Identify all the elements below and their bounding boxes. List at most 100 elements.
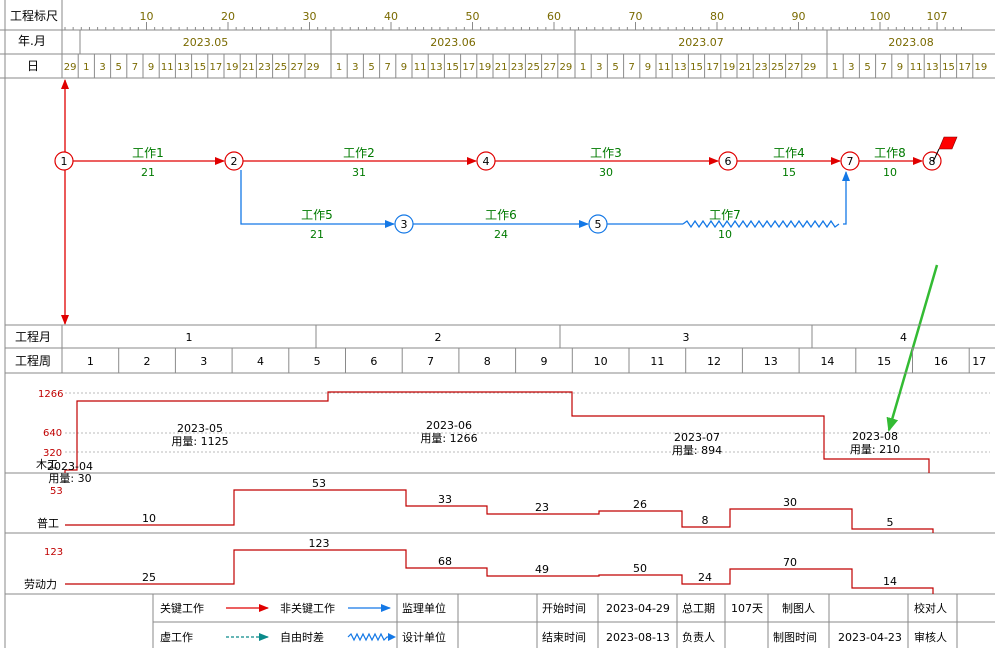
- day-label: 25: [274, 62, 287, 73]
- day-label: 11: [658, 62, 671, 73]
- day-label: 23: [511, 62, 524, 73]
- draw-time-label: 制图时间: [773, 631, 817, 644]
- wood-label: 木工: [36, 458, 58, 471]
- work-4-duration: 15: [782, 166, 796, 179]
- day-label: 5: [612, 62, 618, 73]
- labor-value-1: 123: [309, 537, 330, 550]
- day-label: 15: [446, 62, 459, 73]
- day-label: 23: [258, 62, 271, 73]
- node-6[interactable]: 6: [718, 151, 738, 171]
- day-label: 1: [832, 62, 838, 73]
- wood-bar-2-usage: 用量: 1266: [420, 432, 477, 445]
- start-time-label: 开始时间: [542, 601, 586, 615]
- project-week-cell: 5: [314, 355, 321, 368]
- legend-float-wave: [347, 632, 388, 642]
- day-label: 27: [787, 62, 800, 73]
- legend-noncritical-label: 非关键工作: [280, 601, 335, 615]
- wood-resource-chart: 1266 640 320 木工 2023-04 用量: 30 2023-05 用…: [36, 389, 990, 485]
- work-6-name: 工作6: [485, 208, 517, 222]
- node-8[interactable]: 8: [922, 151, 942, 171]
- svg-text:3: 3: [401, 218, 408, 231]
- design-unit-label: 设计单位: [402, 630, 446, 644]
- svg-text:7: 7: [847, 155, 854, 168]
- labor-resource-chart: 123 劳动力 25 123 68 49 50 24 70 14: [24, 537, 934, 594]
- day-label: 29: [560, 62, 573, 73]
- project-week-cell: 16: [934, 355, 948, 368]
- svg-text:1: 1: [61, 155, 68, 168]
- ruler-tick-label: 90: [792, 10, 806, 23]
- day-label: 13: [430, 62, 443, 73]
- project-week-cell: 17: [972, 355, 986, 368]
- project-week-cell: 8: [484, 355, 491, 368]
- day-label: 15: [942, 62, 955, 73]
- svg-text:8: 8: [929, 155, 936, 168]
- project-week-cell: 3: [200, 355, 207, 368]
- day-label: 13: [674, 62, 687, 73]
- day-label: 1: [83, 62, 89, 73]
- project-week-cell: 2: [144, 355, 151, 368]
- node-1[interactable]: 1: [54, 151, 74, 171]
- wood-bar-4-usage: 用量: 210: [850, 443, 900, 456]
- day-label: 29: [64, 62, 77, 73]
- general-value-5: 8: [702, 514, 709, 527]
- work-4-name: 工作4: [773, 146, 805, 160]
- work-8-name: 工作8: [874, 146, 906, 160]
- day-label: 9: [645, 62, 651, 73]
- node-5[interactable]: 5: [588, 214, 608, 234]
- day-label: 15: [690, 62, 703, 73]
- work-7-name: 工作7: [709, 208, 741, 222]
- day-label: 19: [975, 62, 988, 73]
- day-label: 19: [479, 62, 492, 73]
- wood-bar-2-month: 2023-06: [426, 419, 472, 432]
- day-label: 1: [336, 62, 342, 73]
- ruler-tick-label: 10: [140, 10, 154, 23]
- day-label: 25: [771, 62, 784, 73]
- supervisor-unit-label: 监理单位: [402, 601, 446, 615]
- wood-bar-0-month: 2023-04: [47, 460, 93, 473]
- total-duration-value: 107天: [731, 602, 763, 615]
- general-value-7: 5: [887, 516, 894, 529]
- work-8-duration: 10: [883, 166, 897, 179]
- day-label: 11: [910, 62, 923, 73]
- node-4[interactable]: 4: [476, 151, 496, 171]
- day-label: 7: [629, 62, 635, 73]
- day-label: 5: [368, 62, 374, 73]
- node-7[interactable]: 7: [840, 151, 860, 171]
- checker-label: 校对人: [914, 601, 947, 615]
- ruler-tick-label: 100: [870, 10, 891, 23]
- node-3[interactable]: 3: [394, 214, 414, 234]
- wood-bar-3-month: 2023-07: [674, 431, 720, 444]
- legend-virtual-label: 虚工作: [160, 631, 193, 644]
- day-label: 17: [706, 62, 719, 73]
- day-label: 3: [848, 62, 854, 73]
- day-label: 23: [755, 62, 768, 73]
- svg-text:2: 2: [231, 155, 238, 168]
- project-week-cell: 4: [257, 355, 264, 368]
- general-value-4: 26: [633, 498, 647, 511]
- project-week-cell: 15: [877, 355, 891, 368]
- node-2[interactable]: 2: [224, 151, 244, 171]
- work-1-name: 工作1: [132, 146, 164, 160]
- general-value-6: 30: [783, 496, 797, 509]
- day-label: 3: [596, 62, 602, 73]
- day-label: 7: [132, 62, 138, 73]
- work-5-name: 工作5: [301, 208, 333, 222]
- svg-text:6: 6: [725, 155, 732, 168]
- day-label: 21: [739, 62, 752, 73]
- day-label: 11: [414, 62, 427, 73]
- project-month-cell: 3: [683, 331, 690, 344]
- general-resource-chart: 53 普工 10 53 33 23 26 8 30 5: [37, 477, 934, 533]
- ruler-tick-label: 30: [303, 10, 317, 23]
- ruler-tick-label: 20: [221, 10, 235, 23]
- labor-value-0: 25: [142, 571, 156, 584]
- day-label: 5: [116, 62, 122, 73]
- day-label: 17: [958, 62, 971, 73]
- project-week-cell: 7: [427, 355, 434, 368]
- labor-value-2: 68: [438, 555, 452, 568]
- project-week-cell: 6: [370, 355, 377, 368]
